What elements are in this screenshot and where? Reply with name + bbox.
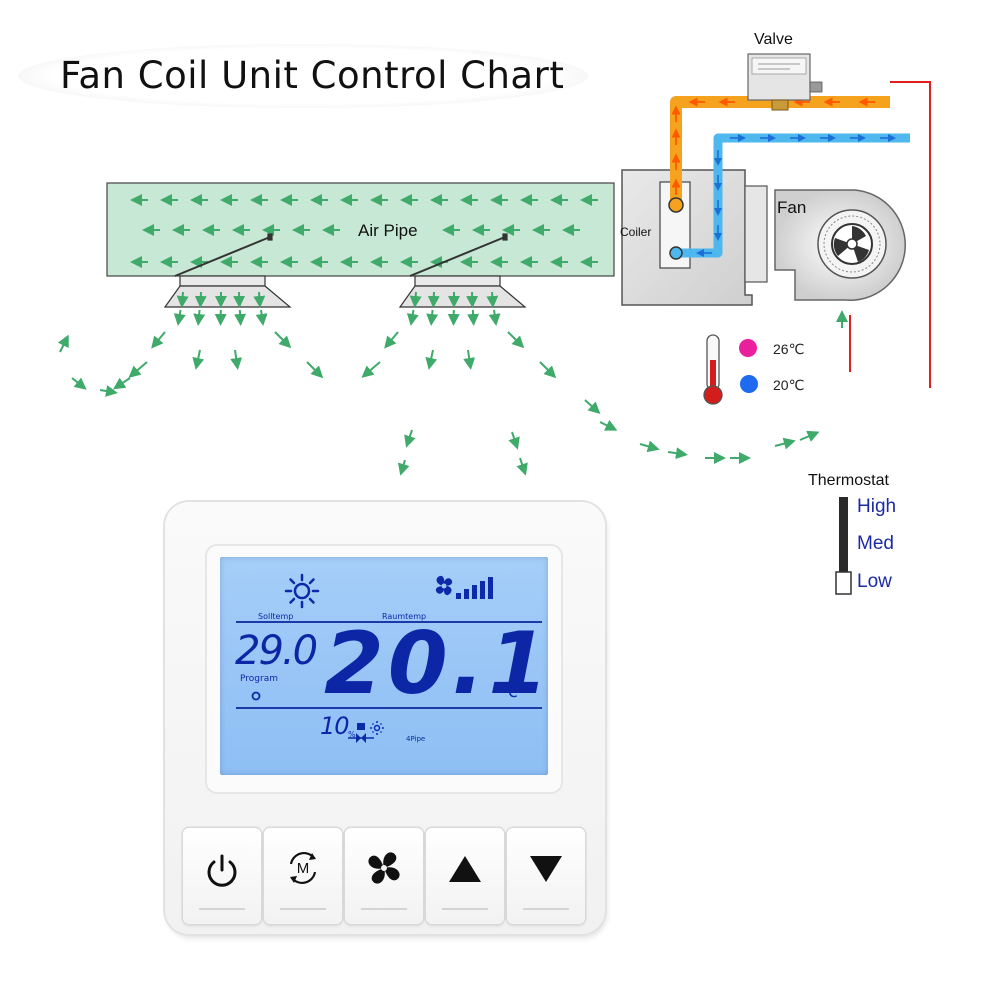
airflow-arrows bbox=[57, 291, 820, 476]
fan-speed-bar bbox=[488, 577, 493, 599]
airflow-arrow bbox=[467, 309, 480, 326]
airflow-arrow bbox=[384, 331, 399, 349]
airflow-arrow bbox=[599, 419, 618, 431]
triangle-up-icon bbox=[449, 856, 481, 882]
airflow-arrow bbox=[409, 291, 422, 308]
hot-inlet-icon bbox=[668, 197, 684, 213]
power-icon bbox=[207, 854, 237, 887]
airflow-arrow bbox=[230, 349, 243, 370]
airflow-arrow bbox=[71, 377, 87, 390]
thermostat-level-high[interactable]: High bbox=[857, 496, 897, 517]
cold-water-pipe bbox=[669, 133, 910, 260]
airflow-arrow bbox=[539, 361, 557, 379]
sun-icon bbox=[284, 573, 320, 609]
chart-title: Fan Coil Unit Control Chart bbox=[60, 54, 565, 97]
fan-button[interactable] bbox=[345, 828, 423, 924]
setpoint-value: 29.0 bbox=[235, 628, 318, 674]
cold-temp-dot bbox=[740, 375, 758, 393]
airflow-arrow bbox=[57, 334, 69, 353]
fan-icon bbox=[774, 189, 906, 301]
hot-temp-label: 26℃ bbox=[773, 341, 805, 357]
airflow-arrow bbox=[113, 377, 131, 390]
airflow-arrow bbox=[799, 430, 820, 442]
pipe-mode-label: 4Pipe bbox=[406, 735, 426, 743]
thermostat-level-med[interactable]: Med bbox=[857, 533, 894, 554]
lcd-divider-bottom bbox=[236, 707, 542, 709]
airflow-arrow bbox=[173, 309, 186, 326]
mode-button[interactable]: M bbox=[264, 828, 342, 924]
thermostat-level-low[interactable]: Low bbox=[857, 571, 892, 592]
thermostat-label: Thermostat bbox=[808, 472, 889, 489]
control-wires bbox=[849, 81, 931, 388]
airflow-arrow bbox=[193, 309, 206, 326]
solltemp-label: Solltemp bbox=[258, 612, 294, 621]
cold-outlet-icon bbox=[669, 246, 683, 260]
airflow-arrow bbox=[426, 309, 439, 326]
fan-speed-bar bbox=[456, 593, 461, 599]
lcd-divider-top bbox=[236, 621, 542, 623]
airflow-arrow bbox=[584, 399, 601, 415]
airflow-arrow bbox=[99, 385, 118, 397]
valve-label: Valve bbox=[754, 31, 793, 48]
air-pipe-label: Air Pipe bbox=[358, 221, 418, 240]
triangle-down-icon bbox=[530, 856, 562, 882]
hot-water-pipe bbox=[668, 96, 890, 213]
up-button[interactable] bbox=[426, 828, 504, 924]
airflow-arrow bbox=[516, 457, 528, 476]
program-indicator-icon bbox=[251, 691, 261, 701]
airflow-arrow bbox=[253, 291, 266, 308]
power-button[interactable] bbox=[183, 828, 261, 924]
airflow-arrow bbox=[463, 349, 476, 370]
airflow-arrow bbox=[488, 309, 501, 326]
hot-temp-dot bbox=[739, 339, 757, 357]
airflow-arrow bbox=[406, 309, 419, 326]
airflow-arrow bbox=[667, 447, 688, 460]
lcd-bezel: Solltemp Raumtemp 29.0 Program 20.1 °c 1… bbox=[205, 544, 563, 794]
down-button[interactable] bbox=[507, 828, 585, 924]
airflow-arrow bbox=[176, 291, 189, 308]
raumtemp-label: Raumtemp bbox=[382, 612, 427, 621]
airflow-arrow bbox=[192, 349, 205, 370]
percent-sign: % bbox=[348, 730, 356, 739]
valve-percent-value: 10 bbox=[320, 712, 350, 740]
fan-speed-bar bbox=[480, 581, 485, 599]
airflow-arrow bbox=[151, 331, 166, 349]
mode-m-icon: M bbox=[289, 852, 317, 884]
thermometer-icon bbox=[703, 334, 723, 405]
title-backdrop bbox=[18, 44, 588, 108]
fan-label: Fan bbox=[777, 198, 807, 217]
program-label: Program bbox=[240, 674, 278, 684]
valve-status-icon bbox=[348, 721, 384, 743]
fan-speed-indicator bbox=[456, 577, 493, 599]
fan-speed-bar bbox=[472, 585, 477, 599]
airflow-arrow bbox=[774, 437, 796, 450]
airflow-arrow bbox=[425, 349, 438, 370]
airflow-arrow bbox=[397, 459, 410, 476]
airflow-arrow bbox=[507, 331, 525, 349]
airflow-arrow bbox=[274, 331, 292, 349]
airflow-arrow bbox=[234, 309, 247, 326]
air-pipe-flow-arrows bbox=[130, 194, 598, 268]
thermostat-switch bbox=[835, 497, 852, 595]
airflow-arrow bbox=[508, 431, 520, 450]
cold-temp-label: 20℃ bbox=[773, 377, 805, 393]
lcd-display: Solltemp Raumtemp 29.0 Program 20.1 °c 1… bbox=[220, 557, 548, 775]
lcd-fan-icon bbox=[435, 575, 453, 596]
room-temperature-value: 20.1 bbox=[324, 614, 548, 714]
airflow-arrow bbox=[486, 291, 499, 308]
airflow-arrow bbox=[128, 361, 148, 378]
fan-speed-bar bbox=[464, 589, 469, 599]
airflow-arrow bbox=[639, 440, 660, 453]
airflow-arrow bbox=[255, 309, 268, 326]
svg-text:M: M bbox=[297, 860, 310, 877]
fan-icon bbox=[368, 852, 400, 884]
airflow-arrow bbox=[404, 429, 416, 448]
airflow-arrow bbox=[306, 361, 324, 379]
thermostat-panel: Solltemp Raumtemp 29.0 Program 20.1 °c 1… bbox=[165, 502, 605, 934]
coiler-label: Coiler bbox=[620, 225, 652, 239]
airflow-arrow bbox=[361, 361, 381, 378]
temperature-unit: °c bbox=[499, 681, 518, 702]
valve-icon bbox=[747, 53, 823, 111]
